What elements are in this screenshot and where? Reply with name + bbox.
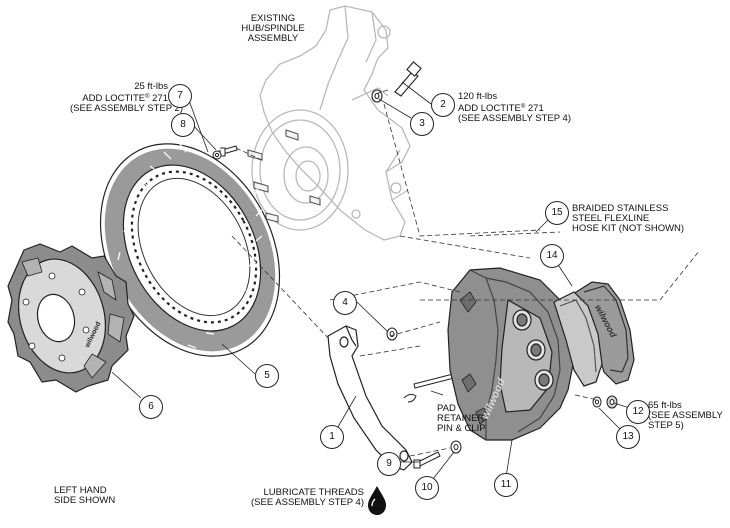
callout-3: 3 — [410, 112, 434, 136]
hose-kit-label: BRAIDED STAINLESS STEEL FLEXLINE HOSE KI… — [572, 203, 685, 234]
callout-9: 9 — [377, 452, 401, 476]
callout-5: 5 — [255, 364, 279, 388]
callout-8: 8 — [171, 113, 195, 137]
rotor-bolt-and-nut — [212, 145, 238, 160]
callout-13: 13 — [616, 425, 640, 449]
callout-4: 4 — [333, 291, 357, 315]
rotor-bolt-torque-label: 25 ft-lbs ADD LOCTITE® 271 (SEE ASSEMBLY… — [70, 81, 183, 114]
bracket-washers — [386, 327, 462, 454]
brake-caliper — [447, 267, 575, 441]
callout-7: 7 — [168, 84, 192, 108]
bracket-bolt — [413, 451, 441, 469]
caliper-mounting-bolt — [371, 61, 422, 103]
callout-6: 6 — [139, 395, 163, 419]
assembly-lines — [231, 89, 701, 457]
brake-rotor — [99, 139, 281, 357]
callout-11: 11 — [494, 473, 518, 497]
oil-drop-icon — [368, 486, 386, 515]
brake-pads — [553, 281, 635, 387]
callout-15: 15 — [545, 201, 569, 225]
bracket-bolt-torque-label: 120 ft-lbs ADD LOCTITE® 271 (SEE ASSEMBL… — [458, 91, 571, 124]
callout-12: 12 — [626, 400, 650, 424]
caliper-nut-torque-label: 65 ft-lbs (SEE ASSEMBLY STEP 5) — [648, 400, 723, 431]
callout-2: 2 — [431, 93, 455, 117]
callout-14: 14 — [540, 244, 564, 268]
lubricate-threads-label: LUBRICATE THREADS (SEE ASSEMBLY STEP 4) — [251, 487, 364, 508]
hub-spindle-label: EXISTING HUB/SPINDLE ASSEMBLY — [241, 13, 305, 44]
side-shown-label: LEFT HAND SIDE SHOWN — [54, 485, 116, 506]
rotor-hat — [7, 243, 135, 393]
caliper-nut-washer — [592, 395, 618, 409]
caliper-bracket — [327, 325, 413, 471]
callout-1: 1 — [320, 425, 344, 449]
callout-10: 10 — [415, 476, 439, 500]
registered-mark: ® — [520, 104, 526, 110]
hub-studs — [247, 129, 321, 223]
registered-mark: ® — [145, 94, 150, 100]
pad-retainer-label: PAD RETAINER PIN & CLIP — [437, 403, 486, 434]
